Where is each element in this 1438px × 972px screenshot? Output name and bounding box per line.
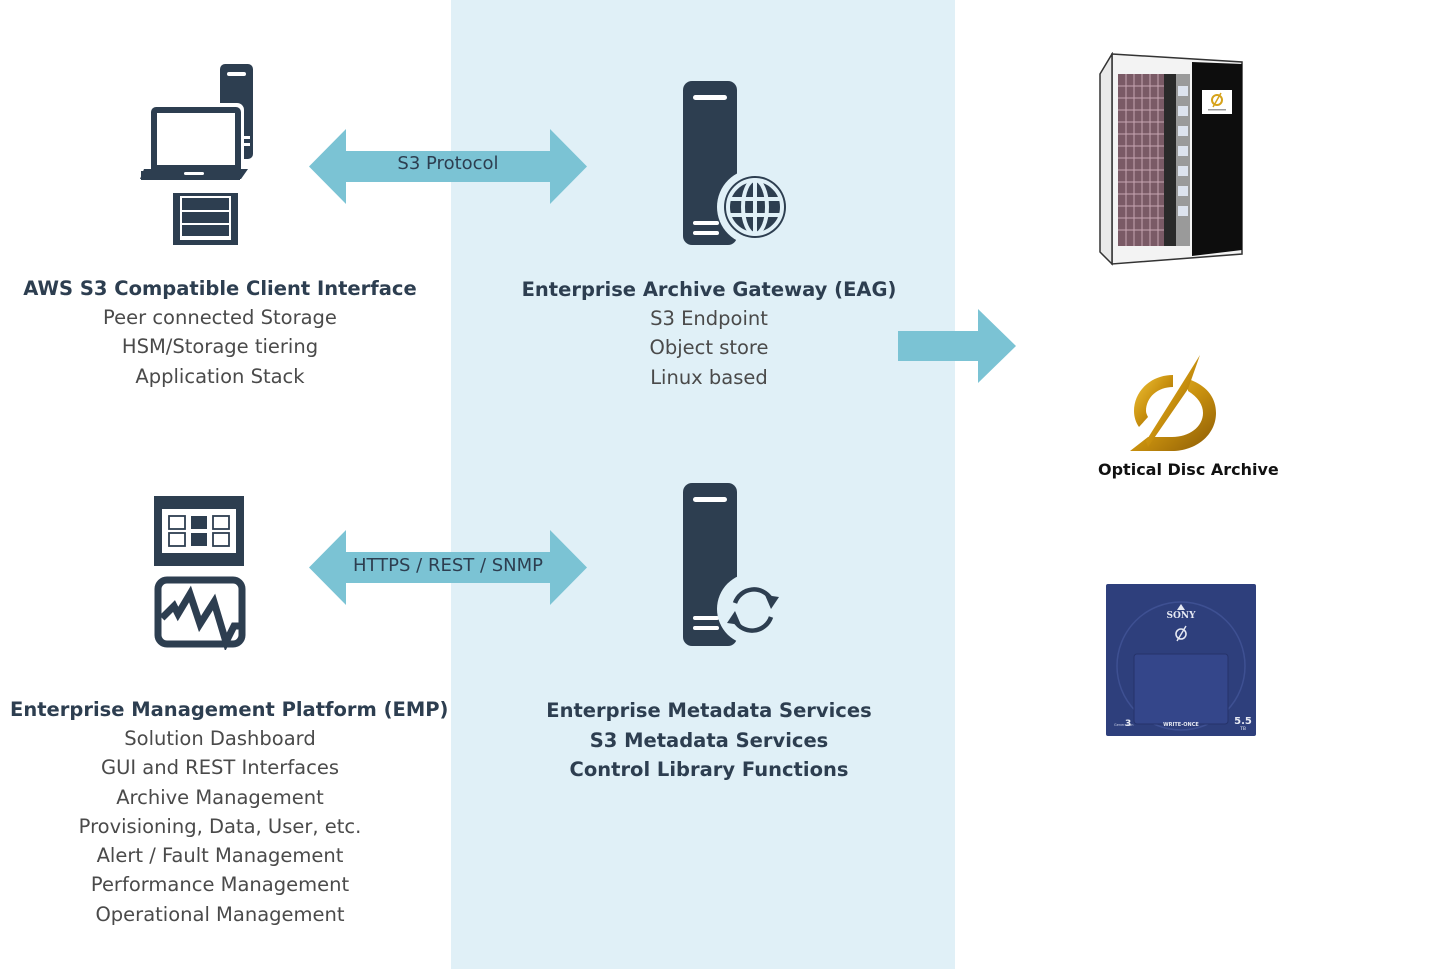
gateway-line: Object store: [649, 336, 769, 360]
cartridge-capacity-unit: TB: [1239, 726, 1246, 732]
s3-protocol-arrow: [309, 129, 587, 204]
gateway-line: Linux based: [650, 365, 768, 389]
management-line: Solution Dashboard: [124, 727, 316, 750]
gateway-line: S3 Endpoint: [650, 307, 768, 330]
computer-laptop-storage-icon: [140, 64, 253, 245]
client-line: Application Stack: [135, 364, 305, 388]
oda-logo-icon: [1130, 355, 1216, 451]
gateway-description: Enterprise Archive Gateway (EAG) S3 Endp…: [509, 275, 909, 392]
oda-logo-label: Optical Disc Archive: [1098, 460, 1279, 479]
management-line: Archive Management: [116, 785, 324, 809]
cartridge-capacity: 5.5: [1234, 716, 1252, 727]
gateway-title: Enterprise Archive Gateway (EAG): [521, 278, 897, 301]
right-arrow-icon: [898, 309, 1016, 383]
https-rest-snmp-label: HTTPS / REST / SNMP: [352, 555, 544, 576]
client-title: AWS S3 Compatible Client Interface: [23, 277, 417, 300]
metadata-line: Control Library Functions: [569, 758, 849, 781]
client-line: HSM/Storage tiering: [121, 335, 319, 359]
cartridge-generation: 3: [1125, 719, 1131, 729]
management-line: Alert / Fault Management: [96, 844, 344, 868]
s3-protocol-label: S3 Protocol: [397, 153, 499, 174]
metadata-description: Enterprise Metadata Services S3 Metadata…: [509, 696, 909, 785]
optical-disc-library-image: [1099, 52, 1243, 266]
cartridge-type: WRITE-ONCE: [1163, 722, 1199, 728]
dashboard-monitor-icon: [154, 496, 246, 650]
server-sync-icon: [683, 483, 789, 646]
management-description: Enterprise Management Platform (EMP) Sol…: [10, 695, 449, 929]
https-rest-snmp-arrow: [309, 530, 587, 605]
client-description: AWS S3 Compatible Client Interface Peer …: [20, 274, 420, 391]
client-line: Peer connected Storage: [103, 306, 337, 329]
management-line: GUI and REST Interfaces: [100, 756, 340, 780]
server-globe-icon: [683, 81, 791, 245]
metadata-line: S3 Metadata Services: [589, 728, 829, 752]
management-line: Provisioning, Data, User, etc.: [78, 814, 362, 838]
management-title: Enterprise Management Platform (EMP): [10, 698, 449, 721]
optical-disc-cartridge-image: SONY Generation 3 WRITE-ONCE 5.5 TB: [1106, 584, 1256, 736]
management-line: Performance Management: [90, 873, 350, 897]
metadata-line: Enterprise Metadata Services: [546, 699, 872, 722]
cartridge-generation-label: Generation: [1114, 723, 1134, 727]
cartridge-brand: SONY: [1167, 611, 1197, 621]
management-line: Operational Management: [95, 902, 345, 926]
